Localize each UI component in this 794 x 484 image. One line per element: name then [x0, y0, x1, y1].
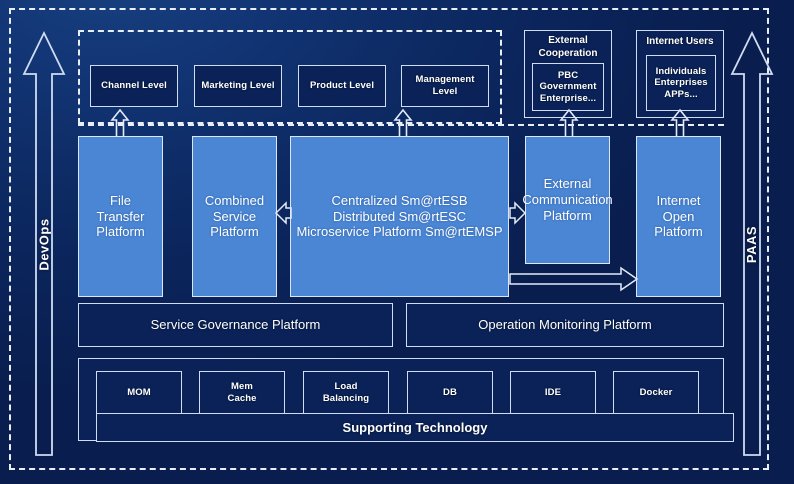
- paas-pillar-arrow: PAAS: [730, 30, 774, 458]
- up-arrow-icon: [22, 30, 66, 456]
- internet-users-inner-label: Individuals Enterprises APPs...: [654, 65, 708, 100]
- internet-users-inner[interactable]: Individuals Enterprises APPs...: [646, 55, 716, 111]
- up-arrow-icon: [670, 108, 690, 138]
- arrow-esb-to-combined-service: [274, 200, 292, 231]
- platform-internet-open[interactable]: Internet Open Platform: [636, 136, 721, 297]
- outer-dashed-frame: [9, 8, 769, 470]
- platform-esb-esc-emsp-label: Centralized Sm@rtESB Distributed Sm@rtES…: [296, 192, 503, 240]
- external-cooperation-inner-label: PBC Government Enterprise...: [539, 69, 597, 104]
- platform-combined-service[interactable]: Combined Service Platform: [192, 136, 277, 297]
- app-level-product[interactable]: Product Level: [298, 65, 386, 107]
- tech-item-docker-label: Docker: [639, 386, 673, 398]
- platform-combined-service-label: Combined Service Platform: [204, 192, 265, 240]
- right-arrow-icon: [509, 201, 527, 225]
- platform-external-communication-label: External Communication Platform: [522, 176, 613, 223]
- platform-separator-dashed-line: [78, 124, 724, 126]
- supporting-technology-banner-label: Supporting Technology: [342, 420, 488, 435]
- platform-file-transfer[interactable]: File Transfer Platform: [78, 136, 163, 297]
- application-layer-zone: [78, 30, 502, 124]
- arrow-esb-to-external-communication: [509, 200, 527, 231]
- up-arrow-icon: [559, 108, 579, 138]
- right-arrow-icon: [509, 266, 639, 292]
- app-level-management[interactable]: Management Level: [401, 65, 489, 107]
- tech-item-mem-cache[interactable]: Mem Cache: [199, 371, 285, 414]
- up-arrow-icon: [393, 108, 413, 138]
- tech-item-load-balancing-label: Load Balancing: [322, 380, 370, 404]
- arrow-esb-to-internet-open: [509, 266, 639, 297]
- up-arrow-icon: [110, 108, 130, 138]
- tech-item-mom-label: MOM: [127, 386, 151, 398]
- platform-external-communication[interactable]: External Communication Platform: [522, 136, 613, 264]
- devops-pillar-label-wrap: DevOps: [22, 30, 66, 458]
- devops-pillar-label: DevOps: [36, 217, 52, 271]
- service-governance-platform-label: Service Governance Platform: [150, 317, 321, 333]
- app-level-marketing-label: Marketing Level: [201, 80, 275, 92]
- tech-item-ide[interactable]: IDE: [510, 371, 596, 414]
- tech-item-mom[interactable]: MOM: [96, 371, 182, 414]
- app-level-channel[interactable]: Channel Level: [90, 65, 178, 107]
- app-level-management-label: Management Level: [415, 74, 475, 97]
- external-cooperation-group[interactable]: External Cooperation PBC Government Ente…: [524, 30, 612, 118]
- tech-item-db-label: DB: [443, 386, 457, 398]
- tech-item-ide-label: IDE: [544, 386, 562, 398]
- external-cooperation-title: External Cooperation: [538, 35, 598, 59]
- tech-item-docker[interactable]: Docker: [613, 371, 699, 414]
- external-cooperation-inner[interactable]: PBC Government Enterprise...: [532, 63, 604, 111]
- operation-monitoring-platform-label: Operation Monitoring Platform: [478, 317, 652, 333]
- platform-internet-open-label: Internet Open Platform: [654, 192, 703, 240]
- app-level-channel-label: Channel Level: [101, 80, 167, 92]
- left-arrow-icon: [274, 201, 292, 225]
- up-arrow-icon: [730, 30, 774, 456]
- platform-esb-esc-emsp[interactable]: Centralized Sm@rtESB Distributed Sm@rtES…: [290, 136, 509, 297]
- paas-pillar-label: PAAS: [744, 225, 760, 263]
- app-level-marketing[interactable]: Marketing Level: [194, 65, 282, 107]
- internet-users-group[interactable]: Internet Users Individuals Enterprises A…: [636, 30, 724, 118]
- internet-users-title: Internet Users: [646, 36, 714, 47]
- tech-item-db[interactable]: DB: [407, 371, 493, 414]
- tech-item-mem-cache-label: Mem Cache: [227, 380, 257, 404]
- tech-item-load-balancing[interactable]: Load Balancing: [303, 371, 389, 414]
- supporting-technology-banner[interactable]: Supporting Technology: [96, 413, 734, 442]
- devops-pillar-arrow: DevOps: [22, 30, 66, 458]
- service-governance-platform[interactable]: Service Governance Platform: [78, 303, 393, 347]
- app-level-product-label: Product Level: [309, 80, 375, 92]
- operation-monitoring-platform[interactable]: Operation Monitoring Platform: [406, 303, 724, 347]
- paas-pillar-label-wrap: PAAS: [730, 30, 774, 458]
- platform-file-transfer-label: File Transfer Platform: [96, 192, 145, 240]
